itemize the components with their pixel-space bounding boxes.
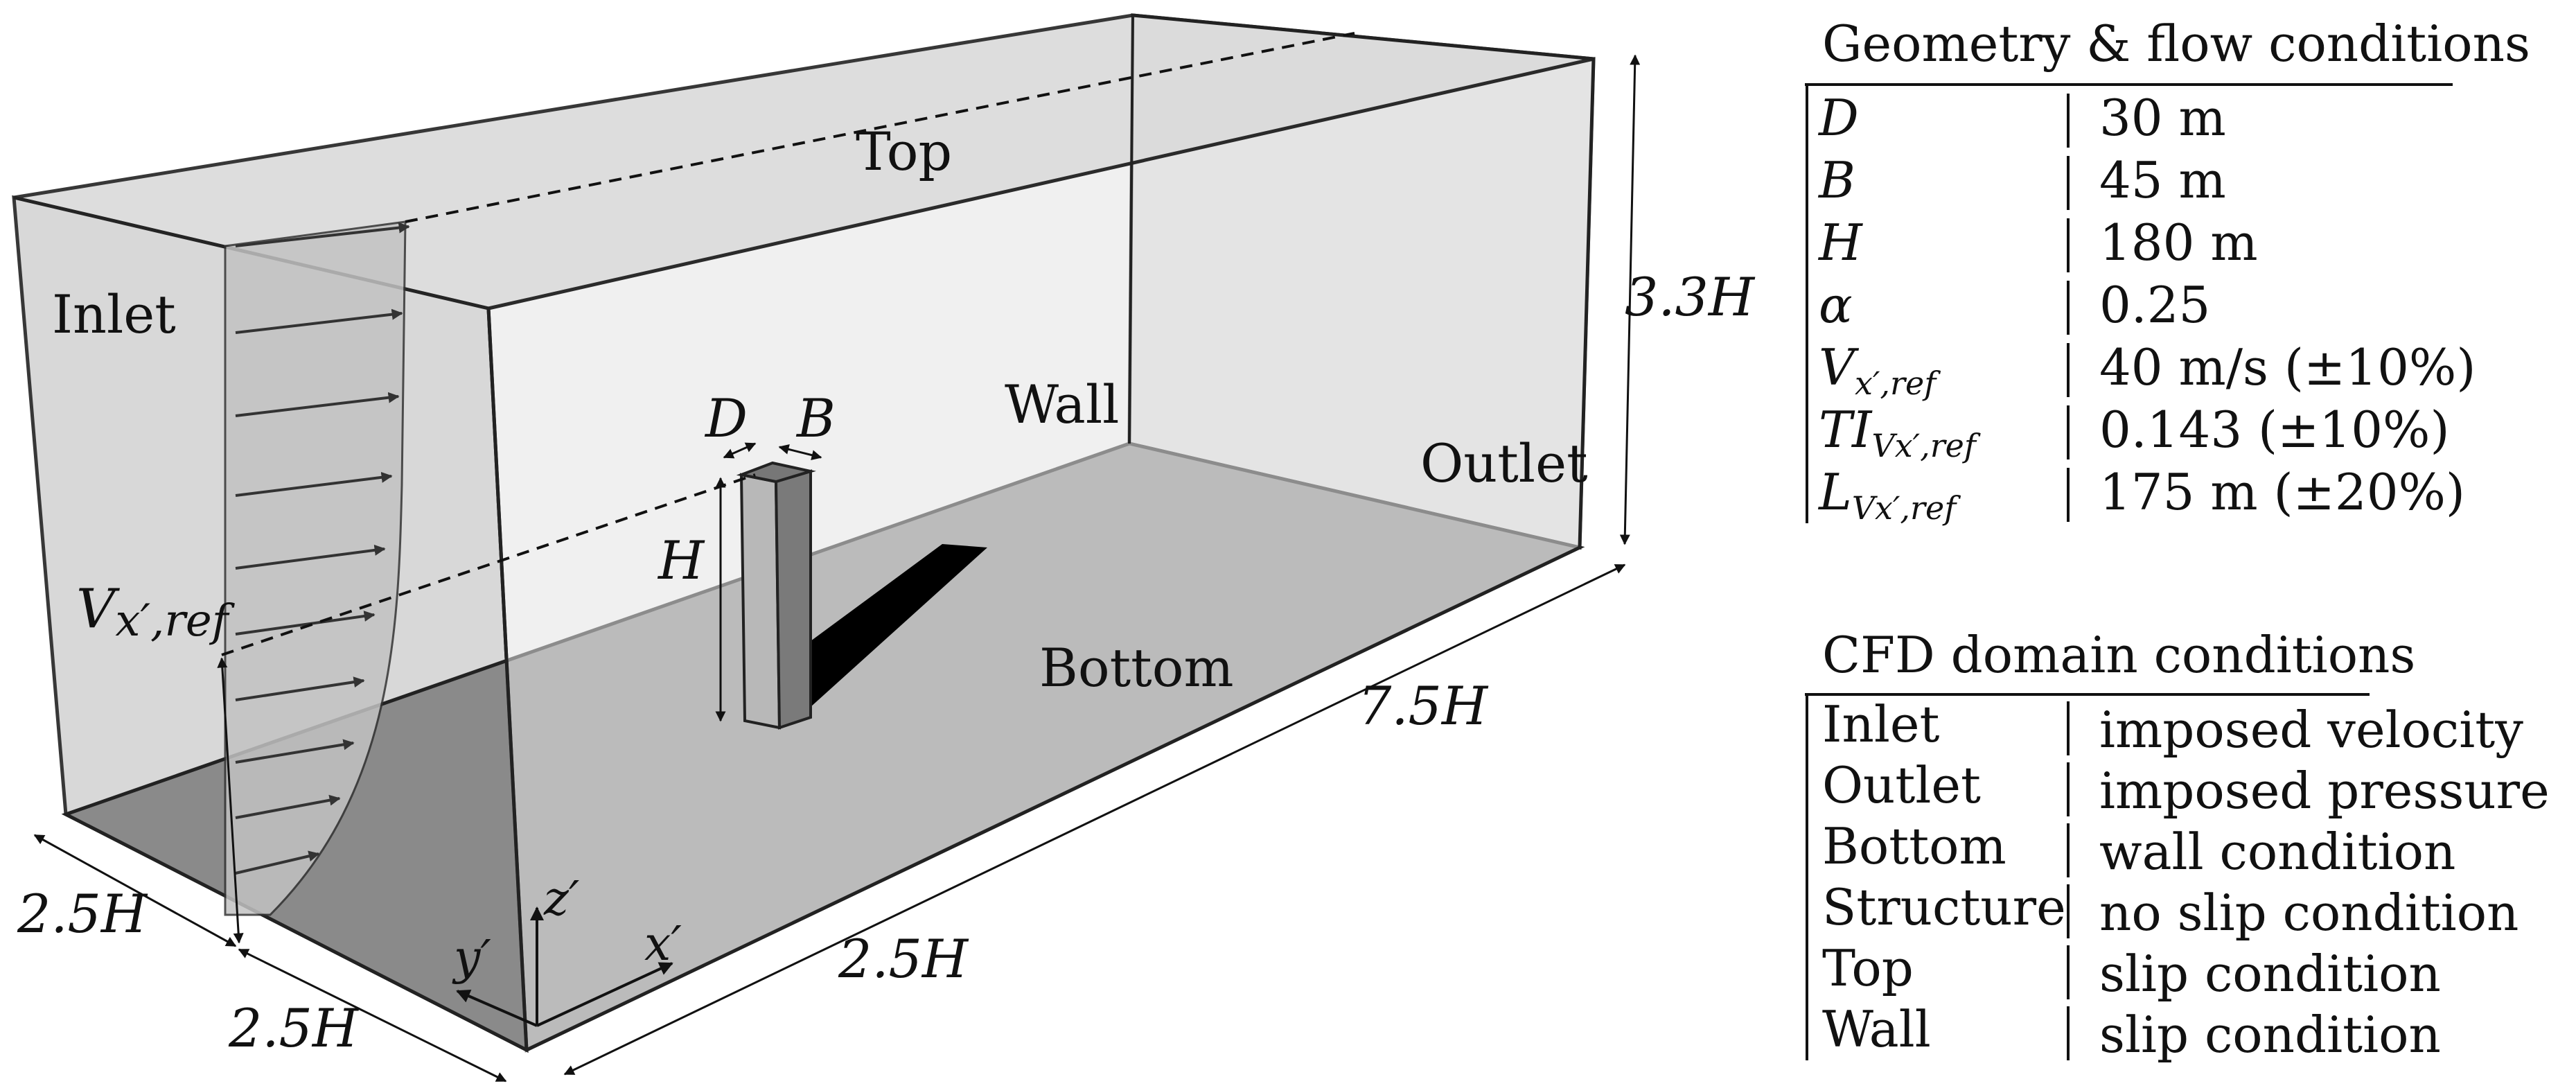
structure-b-dimension	[778, 444, 822, 461]
cfd-row-name: Top	[1822, 939, 1914, 997]
front-edge	[486, 308, 529, 1051]
cfd-row-name: Bottom	[1822, 817, 2006, 875]
cfd-row-value: imposed velocity	[2099, 701, 2523, 759]
face-label-inlet: Inlet	[52, 283, 176, 345]
cfd-row-value: wall condition	[2099, 823, 2455, 881]
structure-side	[774, 469, 812, 730]
geometry-row-symbol: LVx′,ref	[1817, 463, 1961, 527]
cfd-table-title: CFD domain conditions	[1822, 626, 2415, 684]
dim-label-d: D	[704, 387, 748, 449]
cfd-row-name: Wall	[1822, 1000, 1931, 1058]
profile-arrow	[235, 544, 386, 570]
cfd-row-value: no slip condition	[2099, 884, 2518, 942]
structure-top	[736, 461, 816, 484]
profile-arrow	[235, 739, 355, 764]
dim-label-width-back: 2.5H	[228, 997, 360, 1059]
face-label-wall: Wall	[1005, 374, 1119, 435]
geometry-row-symbol: D	[1817, 89, 1859, 147]
width-dimension-front	[33, 834, 237, 947]
geometry-table: Geometry & flow conditions D 30 m B 45 m H 18…	[1805, 15, 2530, 527]
profile-arrow	[235, 471, 393, 497]
width-dimension-back	[238, 948, 507, 1083]
geometry-row-symbol: Vx′,ref	[1819, 338, 1941, 402]
profile-arrow	[235, 392, 400, 417]
top-dashed-line	[405, 32, 1355, 223]
axis-label-x: x′	[644, 917, 682, 972]
geometry-row-value: 45 m	[2099, 151, 2226, 209]
geometry-table-title: Geometry & flow conditions	[1822, 15, 2530, 73]
profile-arrow	[235, 850, 320, 875]
reference-height-line	[221, 473, 756, 656]
profile-arrow	[235, 222, 410, 247]
dim-label-upstream: 2.5H	[838, 928, 969, 990]
geometry-row-value: 0.143 (±10%)	[2099, 401, 2450, 459]
y-axis-arrow	[456, 990, 538, 1027]
height-dimension	[1619, 54, 1641, 545]
geometry-row-symbol: H	[1817, 213, 1863, 272]
dim-label-width-front: 2.5H	[17, 883, 148, 945]
coordinate-axes	[456, 907, 673, 1027]
geometry-row-symbol: TIVx′,ref	[1819, 401, 1981, 464]
velocity-ref-label: Vx′,ref	[76, 578, 236, 647]
profile-arrow	[235, 611, 376, 636]
dimension-arrows	[33, 54, 1641, 1083]
cfd-table: CFD domain conditions Inlet imposed veloc…	[1805, 626, 2550, 1064]
axis-label-y: y′	[452, 931, 491, 986]
face-label-top: Top	[856, 121, 952, 182]
profile-arrow	[235, 308, 403, 334]
cfd-row-value: imposed pressure	[2099, 762, 2550, 820]
cfd-row-value: slip condition	[2099, 1006, 2441, 1064]
geometry-row-value: 175 m (±20%)	[2099, 463, 2465, 521]
geometry-row-value: 0.25	[2099, 276, 2210, 334]
cfd-row-name: Inlet	[1822, 695, 1939, 753]
geometry-row-symbol: B	[1817, 151, 1855, 209]
velocity-profile	[217, 32, 1355, 944]
cfd-row-name: Structure	[1822, 878, 2066, 936]
length-dimension	[563, 563, 1626, 1076]
face-label-outlet: Outlet	[1420, 432, 1588, 494]
geometry-row-symbol: α	[1819, 276, 1853, 334]
cfd-row-value: slip condition	[2099, 945, 2441, 1003]
profile-arrow	[235, 794, 341, 819]
geometry-row-value: 180 m	[2099, 213, 2258, 272]
dim-label-b: B	[795, 387, 836, 449]
face-label-bottom: Bottom	[1039, 637, 1234, 699]
hidden-edge	[1128, 15, 1134, 444]
dim-label-domain-length: 7.5H	[1358, 675, 1489, 737]
cfd-row-name: Outlet	[1822, 756, 1981, 814]
x-axis-arrow	[536, 962, 673, 1027]
profile-shape	[224, 220, 407, 916]
geometry-row-value: 40 m/s (±10%)	[2099, 338, 2476, 396]
geometry-row-value: 30 m	[2099, 89, 2226, 147]
dim-label-h: H	[657, 529, 705, 591]
structure-d-dimension	[723, 442, 757, 459]
structure	[736, 461, 816, 730]
structure-front	[739, 473, 782, 730]
dim-label-domain-height: 3.3H	[1625, 266, 1756, 328]
profile-arrows	[235, 222, 410, 875]
axis-label-z: z′	[543, 872, 580, 927]
profile-arrow	[235, 676, 365, 701]
